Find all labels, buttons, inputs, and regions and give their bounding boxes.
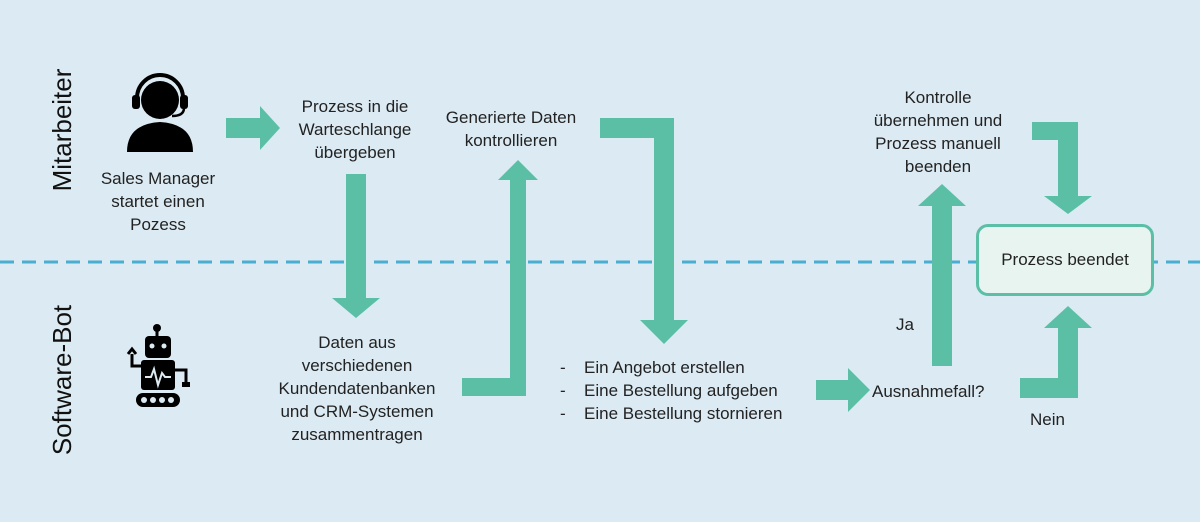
- robot-icon: [126, 324, 190, 407]
- step-manual-line: Kontrolle: [904, 88, 972, 107]
- step-collect-line: zusammentragen: [291, 425, 423, 444]
- step-queue-line: übergeben: [314, 143, 396, 162]
- branch-label-yes: Ja: [896, 315, 914, 334]
- step-check-data: Generierte Daten kontrollieren: [430, 106, 592, 152]
- step-start-line: Sales Manager: [100, 169, 216, 188]
- step-collect-line: und CRM-Systemen: [280, 402, 434, 421]
- step-manual-line: Prozess manuell: [875, 134, 1001, 153]
- arrow-check-to-tasks: [600, 118, 688, 344]
- branch-label-no: Nein: [1030, 410, 1065, 429]
- step-collect-line: verschiedenen: [301, 356, 413, 375]
- step-collect-line: Daten aus: [318, 333, 396, 352]
- step-collect-data: Daten aus verschiedenen Kundendatenbanke…: [262, 331, 452, 446]
- step-queue-line: Warteschlange: [298, 120, 412, 139]
- step-start: Sales Manager startet einen Pozess: [88, 167, 228, 236]
- arrow-exception-to-manual-yes: [918, 184, 966, 366]
- arrow-start-to-queue: [226, 106, 280, 150]
- list-bullet: -: [560, 358, 566, 377]
- step-queue: Prozess in die Warteschlange übergeben: [280, 95, 430, 164]
- list-bullet: -: [560, 404, 566, 423]
- step-check-line: kontrollieren: [464, 131, 558, 150]
- list-item: -Eine Bestellung stornieren: [560, 402, 782, 425]
- step-start-line: Pozess: [130, 215, 186, 234]
- list-item-text: Eine Bestellung stornieren: [584, 404, 783, 423]
- list-bullet: -: [560, 381, 566, 400]
- lane-label-software-bot: Software-Bot: [47, 304, 77, 456]
- end-box-label: Prozess beendet: [1001, 250, 1129, 269]
- step-start-line: startet einen: [111, 192, 205, 211]
- list-item: -Ein Angebot erstellen: [560, 356, 782, 379]
- arrow-tasks-to-exception: [816, 368, 870, 412]
- sales-manager-headset-icon: [127, 73, 193, 152]
- end-box: Prozess beendet: [976, 224, 1154, 296]
- list-item-text: Ein Angebot erstellen: [584, 358, 745, 377]
- arrow-collect-to-check: [462, 160, 538, 396]
- step-queue-line: Prozess in die: [301, 97, 409, 116]
- list-item: -Eine Bestellung aufgeben: [560, 379, 782, 402]
- step-manual-line: übernehmen und: [873, 111, 1003, 130]
- lane-label-employee: Mitarbeiter: [47, 68, 77, 192]
- step-collect-line: Kundendatenbanken: [278, 379, 436, 398]
- arrow-queue-to-collect: [332, 174, 380, 318]
- bot-task-list: -Ein Angebot erstellen -Eine Bestellung …: [560, 356, 782, 425]
- step-check-line: Generierte Daten: [445, 108, 577, 127]
- step-manual-takeover: Kontrolle übernehmen und Prozess manuell…: [858, 86, 1018, 178]
- arrow-manual-to-end: [1032, 122, 1092, 214]
- decision-exception: Ausnahmefall?: [872, 382, 985, 401]
- step-manual-line: beenden: [904, 157, 972, 176]
- list-item-text: Eine Bestellung aufgeben: [584, 381, 778, 400]
- arrow-exception-to-end-no: [1020, 306, 1092, 398]
